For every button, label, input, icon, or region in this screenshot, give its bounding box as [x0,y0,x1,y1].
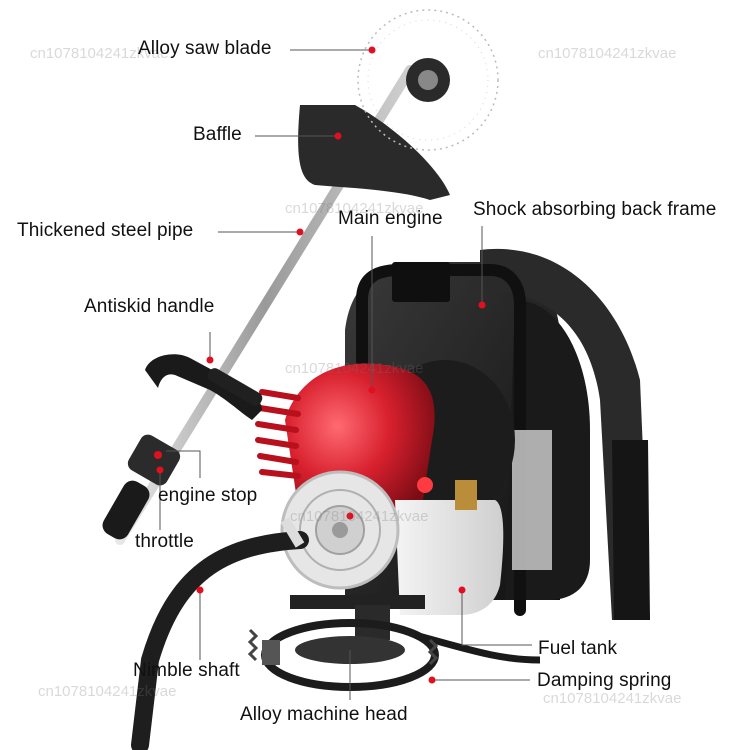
label-steel-pipe: Thickened steel pipe [17,220,194,241]
label-fuel-tank: Fuel tank [538,638,618,659]
watermark: cn1078104241zkvae [38,683,177,700]
watermark: cn1078104241zkvae [30,45,169,62]
saw-blade [357,9,499,151]
watermark: cn1078104241zkvae [290,508,429,525]
label-engine-stop: engine stop [158,485,258,506]
leader-lines [159,49,532,700]
label-nimble-shaft: Nimble shaft [133,660,240,681]
engine [255,360,515,615]
nimble-shaft [131,531,309,750]
baffle [298,105,450,200]
label-baffle: Baffle [193,124,242,145]
label-throttle: throttle [135,531,194,552]
label-antiskid-handle: Antiskid handle [84,296,215,317]
watermark: cn1078104241zkvae [538,45,677,62]
watermark: cn1078104241zkvae [285,200,424,217]
antiskid-handle [145,354,263,420]
label-machine-head: Alloy machine head [240,704,408,725]
machine-head-assembly [247,595,541,691]
label-back-frame: Shock absorbing back frame [473,199,717,220]
label-main-engine: Main engine [338,208,443,229]
label-saw-blade: Alloy saw blade [138,38,272,59]
label-damping-spring: Damping spring [537,670,672,691]
throttle-grip [102,434,181,540]
watermark: cn1078104241zkvae [543,690,682,707]
watermark: cn1078104241zkvae [285,360,424,377]
pointer-dots [156,46,486,684]
